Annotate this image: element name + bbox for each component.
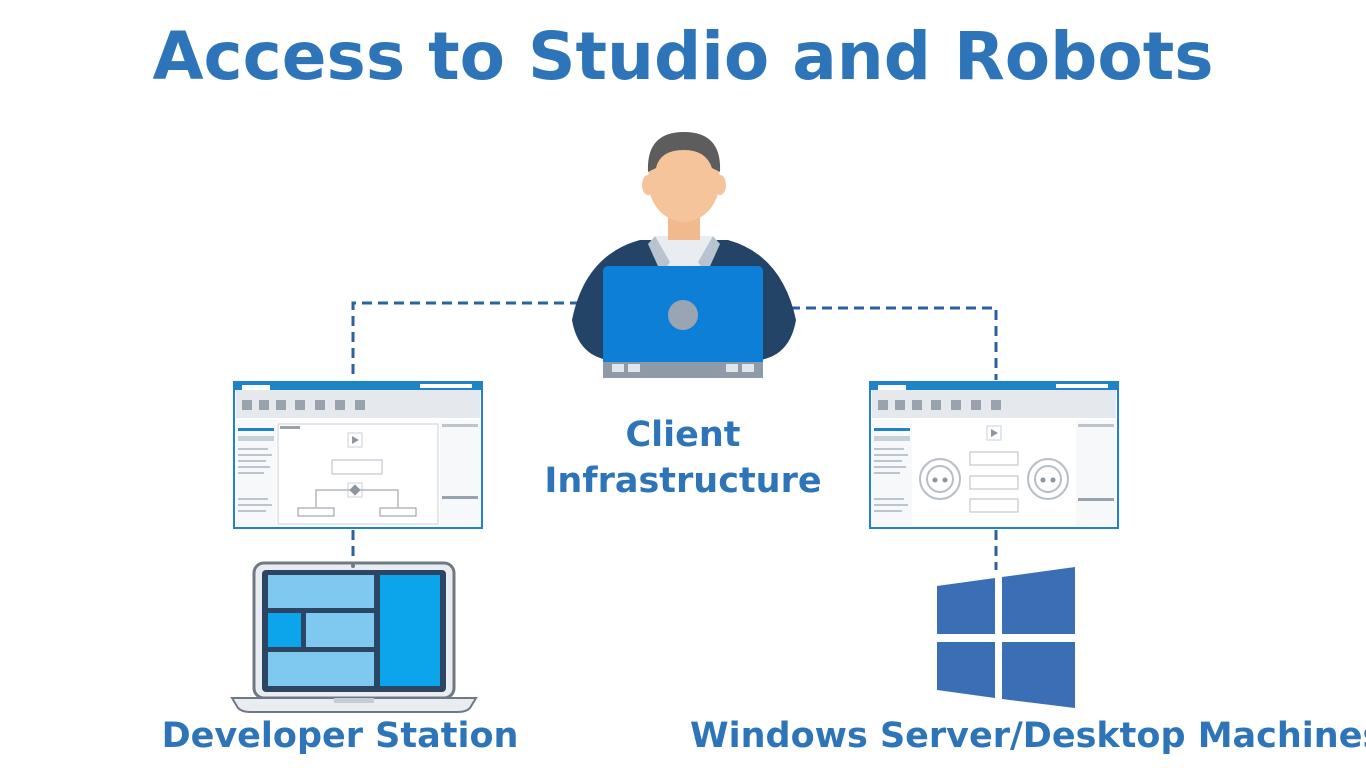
- robot-gear-icon: [919, 458, 961, 500]
- laptop-icon: [603, 266, 763, 378]
- client-label-line2: Infrastructure: [544, 461, 822, 501]
- windows-logo-icon: [937, 567, 1075, 708]
- connector-right: [790, 306, 998, 380]
- windows-machines-label: Windows Server/Desktop Machines: [690, 716, 1366, 756]
- studio-window-robots-icon: [869, 381, 1119, 529]
- page-title: Access to Studio and Robots: [152, 18, 1214, 95]
- studio-window-icon: [233, 381, 483, 529]
- connector-lines: [351, 301, 998, 570]
- person-icon: [572, 132, 796, 378]
- client-label-line1: Client: [625, 415, 741, 455]
- robot-gear-icon: [1027, 458, 1069, 500]
- client-infrastructure-label: Client Infrastructure: [533, 412, 833, 504]
- developer-laptop-icon: [230, 561, 478, 713]
- connector-left: [351, 301, 580, 380]
- developer-station-label: Developer Station: [161, 716, 519, 756]
